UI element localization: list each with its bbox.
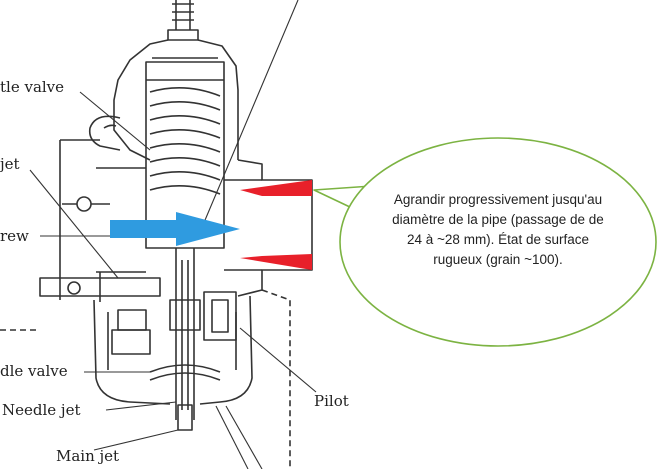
label-needle-jet: Needle jet (2, 401, 81, 419)
chamber-body (88, 39, 239, 161)
right-arrow-icon (110, 212, 240, 246)
bore-housing (59, 139, 313, 300)
label-screw: rew (0, 227, 29, 245)
left-jet-assembly (39, 196, 161, 302)
bore-highlight-bottom (240, 254, 312, 270)
label-needle-valve-top: tle valve (0, 78, 65, 96)
label-jet-left: jet (0, 155, 20, 173)
label-pilot: Pilot (314, 392, 349, 410)
dashed-outline (0, 289, 291, 469)
label-needle-valve-bottom: dle valve (0, 362, 68, 380)
needle-jet-column (169, 248, 201, 431)
slide-cylinder (145, 57, 225, 249)
callout-bubble (313, 137, 657, 347)
label-main-jet: Main jet (56, 447, 120, 465)
callout-text: Agrandir progressivement jusqu'au diamèt… (392, 192, 604, 267)
top-nipple (167, 0, 199, 41)
bore-highlight-top (240, 180, 312, 196)
leader-lines (29, 0, 317, 469)
float-bowl (93, 291, 253, 405)
